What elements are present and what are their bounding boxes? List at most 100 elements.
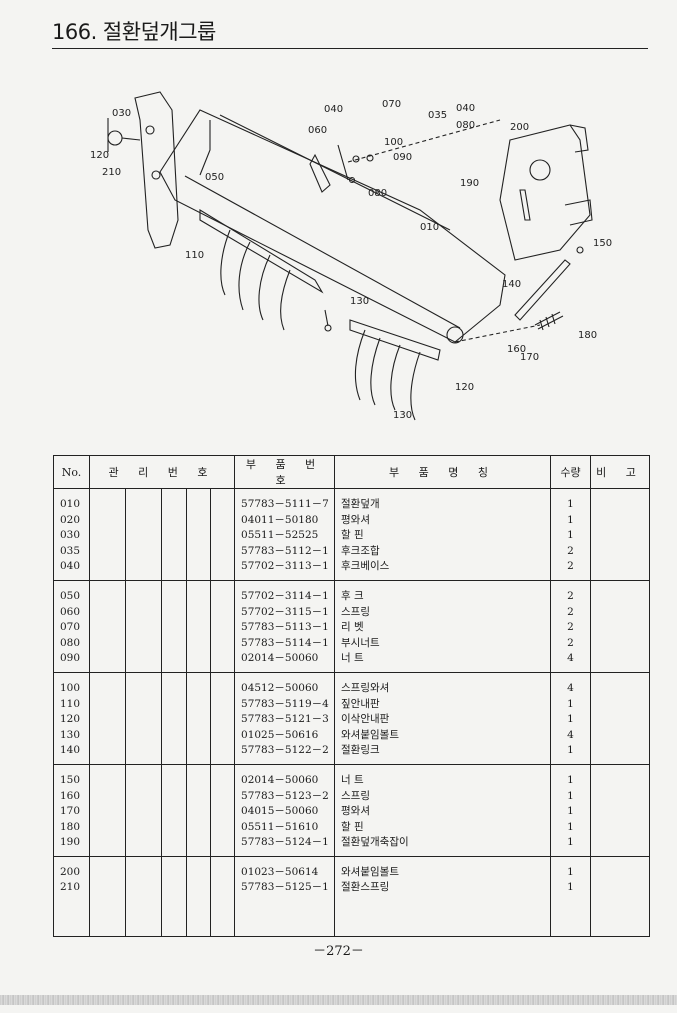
part-name-cell: 너 트 [334, 763, 552, 789]
mgmt-cell [186, 763, 211, 789]
mgmt-cell [209, 835, 236, 857]
part-name-cell: 짚안내판 [334, 696, 552, 713]
callout-label: 070 [382, 99, 401, 110]
mgmt-cell [161, 635, 187, 652]
mgmt-cell [161, 559, 187, 581]
mgmt-cell [161, 763, 187, 789]
callout-label: 180 [578, 330, 597, 341]
callout-label: 035 [428, 110, 447, 121]
remark-cell [590, 512, 651, 529]
mgmt-cell [186, 804, 211, 820]
part-number-cell: 57783－5121－3 [234, 712, 336, 728]
qty-cell: 1 [550, 512, 592, 529]
part-name-cell: 절환링크 [334, 743, 552, 765]
callout-label: 140 [502, 279, 521, 290]
part-number-cell: 57702－3114－1 [234, 579, 336, 605]
remark-cell [590, 604, 651, 621]
mgmt-cell [209, 763, 236, 789]
mgmt-cell [89, 487, 126, 513]
no-cell: 120 [53, 712, 90, 728]
part-number-cell: 57783－5114－1 [234, 635, 336, 652]
mgmt-cell [186, 819, 211, 836]
callout-label: 040 [456, 103, 475, 114]
callout-label: 210 [102, 167, 121, 178]
qty-cell: 2 [550, 579, 592, 605]
callout-label: 040 [324, 104, 343, 115]
callout-label: 100 [384, 137, 403, 148]
no-cell: 030 [53, 528, 90, 544]
mgmt-cell [89, 804, 126, 820]
mgmt-cell [125, 855, 162, 881]
part-number-cell: 04015－50060 [234, 804, 336, 820]
part-number-cell: 01023－50614 [234, 855, 336, 881]
mgmt-cell [161, 579, 187, 605]
mgmt-cell [161, 512, 187, 529]
part-number-cell: 57783－5112－1 [234, 543, 336, 560]
mgmt-cell [125, 620, 162, 636]
remark-cell [590, 696, 651, 713]
mgmt-cell [125, 880, 162, 897]
mgmt-cell [89, 543, 126, 560]
qty-cell: 4 [550, 671, 592, 697]
remark-cell [590, 819, 651, 836]
mgmt-cell [186, 788, 211, 805]
no-cell: 060 [53, 604, 90, 621]
mgmt-cell [186, 651, 211, 673]
col-header-name: 부 품 명 칭 [334, 455, 552, 489]
mgmt-cell [209, 855, 236, 881]
mgmt-cell [125, 651, 162, 673]
mgmt-cell [89, 671, 126, 697]
mgmt-cell [161, 819, 187, 836]
mgmt-cell [89, 727, 126, 744]
qty-cell: 2 [550, 604, 592, 621]
mgmt-cell [209, 696, 236, 713]
part-number-cell: 04011－50180 [234, 512, 336, 529]
part-name-cell: 할 핀 [334, 528, 552, 544]
no-cell: 070 [53, 620, 90, 636]
qty-cell: 1 [550, 696, 592, 713]
mgmt-cell [209, 512, 236, 529]
remark-cell [590, 487, 651, 513]
col-header-qty: 수량 [550, 455, 592, 489]
mgmt-cell [209, 543, 236, 560]
empty-cell [234, 896, 336, 938]
mgmt-cell [89, 620, 126, 636]
no-cell: 080 [53, 635, 90, 652]
mgmt-cell [161, 696, 187, 713]
no-cell: 090 [53, 651, 90, 673]
mgmt-cell [209, 651, 236, 673]
part-name-cell: 스프링 [334, 604, 552, 621]
qty-cell: 1 [550, 819, 592, 836]
mgmt-cell [89, 651, 126, 673]
mgmt-cell [125, 579, 162, 605]
remark-cell [590, 559, 651, 581]
mgmt-cell [186, 835, 211, 857]
mgmt-cell [209, 880, 236, 897]
no-cell: 010 [53, 487, 90, 513]
part-number-cell: 57783－5119－4 [234, 696, 336, 713]
mgmt-cell [89, 788, 126, 805]
qty-cell: 1 [550, 528, 592, 544]
part-name-cell: 후크베이스 [334, 559, 552, 581]
no-cell: 170 [53, 804, 90, 820]
qty-cell: 1 [550, 855, 592, 881]
mgmt-cell [186, 528, 211, 544]
table-filler-row [53, 896, 651, 938]
mgmt-cell [161, 880, 187, 897]
remark-cell [590, 579, 651, 605]
mgmt-cell [89, 696, 126, 713]
no-cell: 110 [53, 696, 90, 713]
no-cell: 190 [53, 835, 90, 857]
empty-cell [590, 896, 651, 938]
remark-cell [590, 671, 651, 697]
